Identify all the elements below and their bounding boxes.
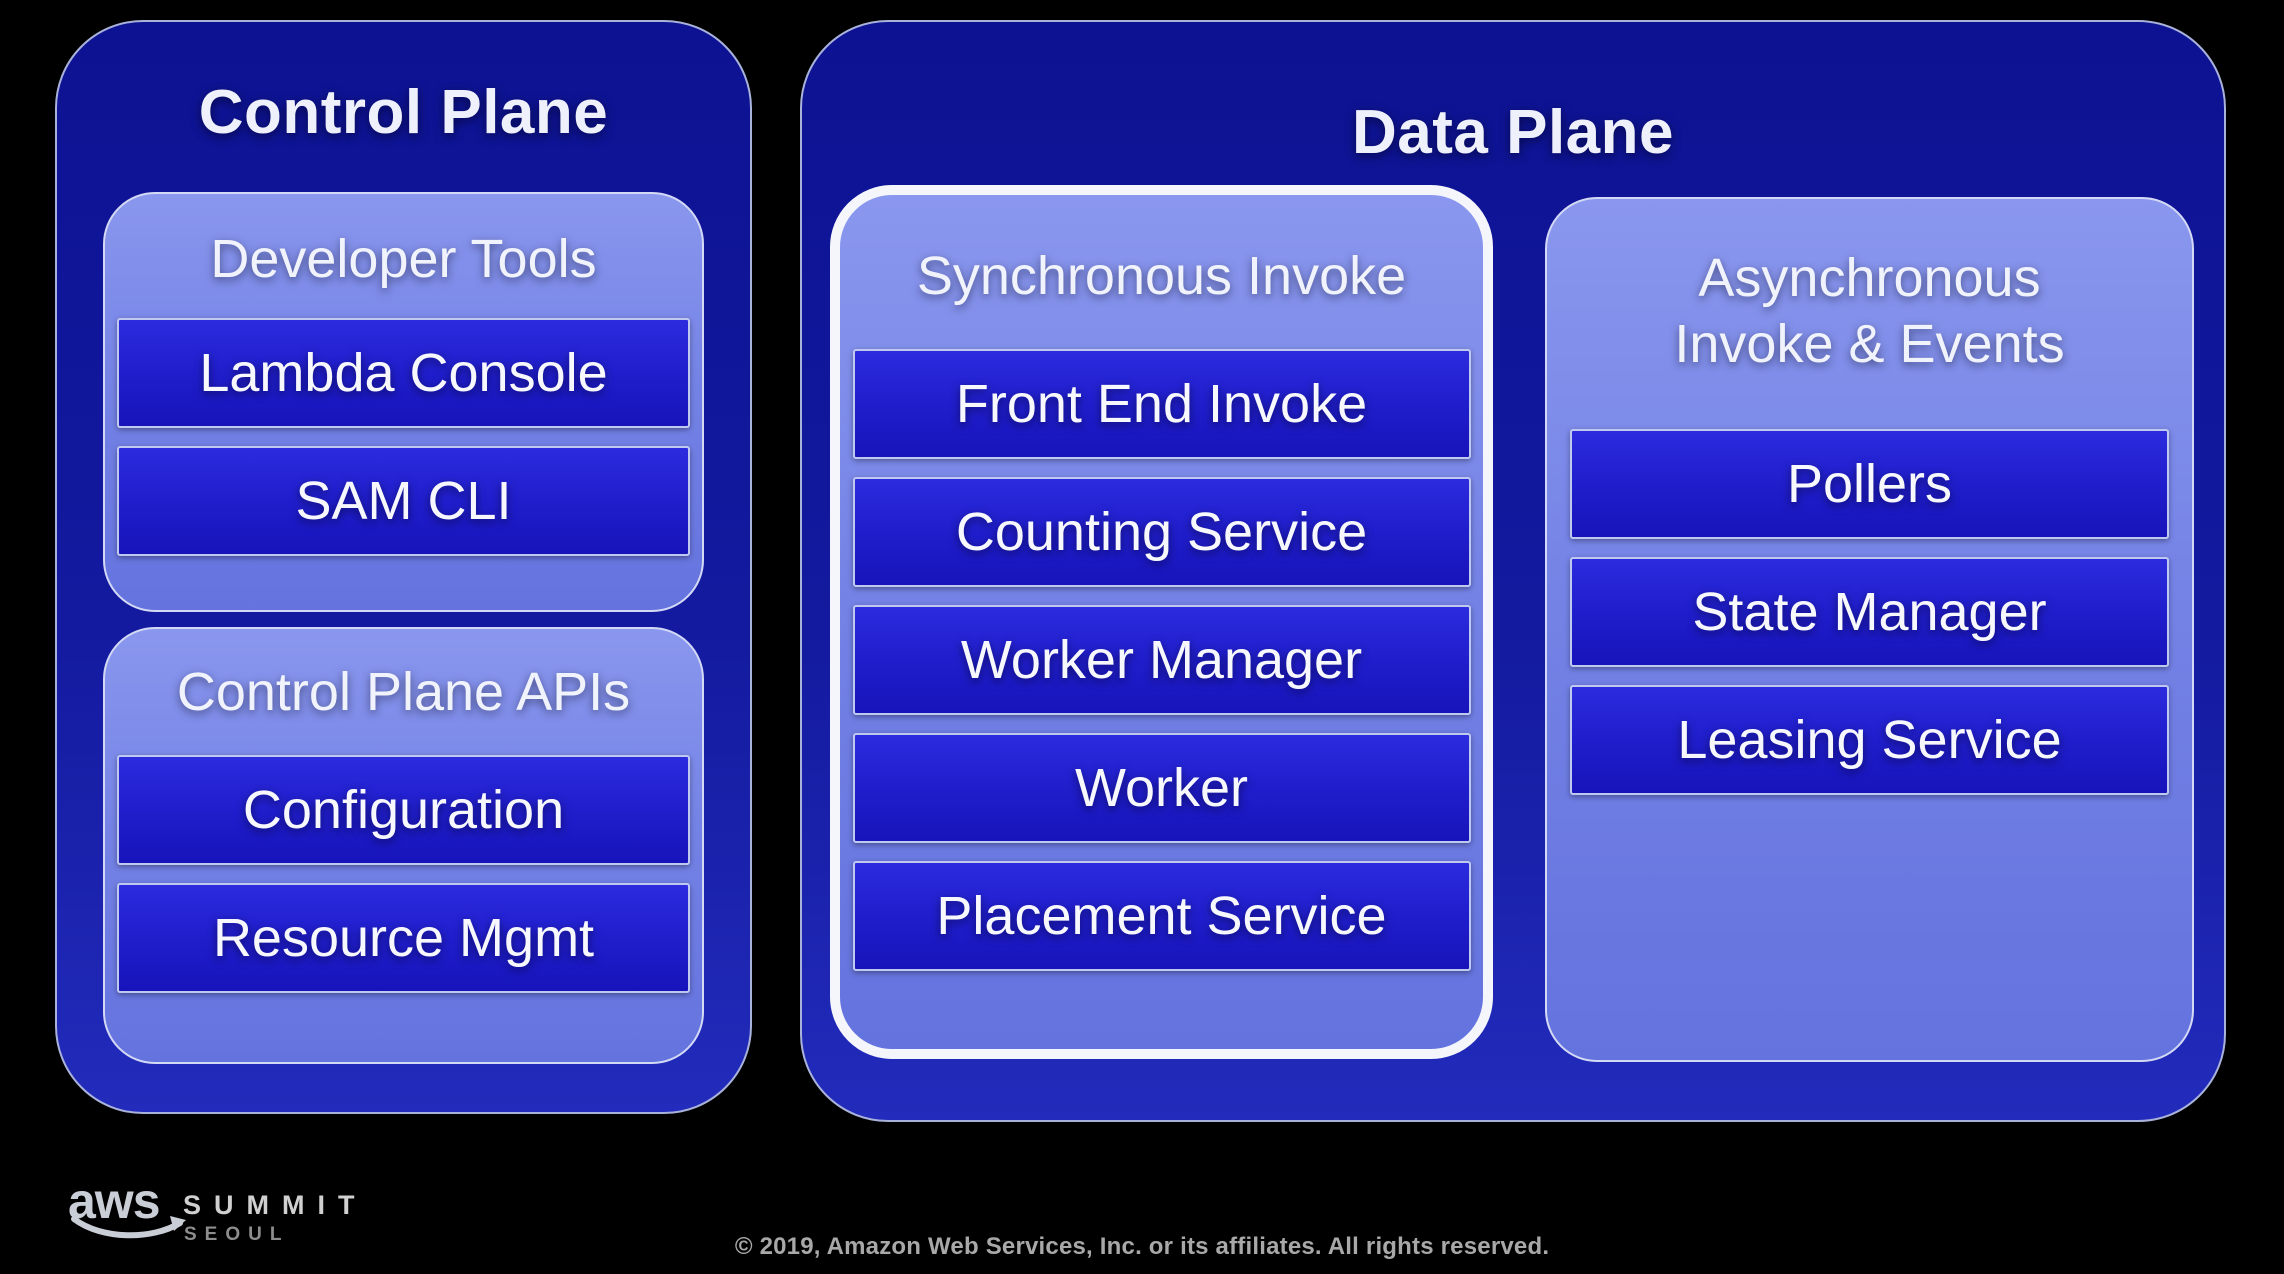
box-state-manager: State Manager <box>1570 557 2169 667</box>
data-plane-title: Data Plane <box>1351 98 1675 167</box>
box-sam-cli: SAM CLI <box>117 446 690 556</box>
asynchronous-invoke-items: Pollers State Manager Leasing Service <box>1547 429 2192 795</box>
asynchronous-invoke-title: Asynchronous Invoke & Events <box>1674 248 2065 374</box>
synchronous-invoke-title: Synchronous Invoke <box>916 246 1407 306</box>
summit-label: SUMMIT <box>183 1190 368 1220</box>
box-counting-service: Counting Service <box>852 477 1471 587</box>
box-pollers: Pollers <box>1570 429 2169 539</box>
data-plane-box: Data Plane Synchronous Invoke Front End … <box>800 20 2226 1122</box>
copyright-text: © 2019, Amazon Web Services, Inc. or its… <box>734 1233 1550 1260</box>
control-plane-apis-items: Configuration Resource Mgmt <box>105 755 702 993</box>
box-leasing-service: Leasing Service <box>1570 685 2169 795</box>
control-plane-apis-title: Control Plane APIs <box>176 662 631 722</box>
synchronous-invoke-items: Front End Invoke Counting Service Worker… <box>840 349 1483 971</box>
developer-tools-box: Developer Tools Lambda Console SAM CLI <box>103 192 704 612</box>
control-plane-title: Control Plane <box>198 78 609 147</box>
box-worker: Worker <box>852 733 1471 843</box>
asynchronous-invoke-box: Asynchronous Invoke & Events Pollers Sta… <box>1545 197 2194 1062</box>
box-worker-manager: Worker Manager <box>852 605 1471 715</box>
box-configuration: Configuration <box>117 755 690 865</box>
developer-tools-items: Lambda Console SAM CLI <box>105 318 702 556</box>
box-front-end-invoke: Front End Invoke <box>852 349 1471 459</box>
aws-logo-text: aws <box>68 1173 161 1229</box>
box-resource-mgmt: Resource Mgmt <box>117 883 690 993</box>
aws-logo: aws <box>68 1173 186 1239</box>
aws-smile-swoosh-icon <box>71 1216 186 1239</box>
synchronous-invoke-box: Synchronous Invoke Front End Invoke Coun… <box>830 185 1493 1059</box>
seoul-label: SEOUL <box>184 1224 290 1245</box>
box-lambda-console: Lambda Console <box>117 318 690 428</box>
control-plane-apis-box: Control Plane APIs Configuration Resourc… <box>103 627 704 1064</box>
control-plane-box: Control Plane Developer Tools Lambda Con… <box>55 20 752 1114</box>
box-placement-service: Placement Service <box>852 861 1471 971</box>
developer-tools-title: Developer Tools <box>210 229 597 289</box>
